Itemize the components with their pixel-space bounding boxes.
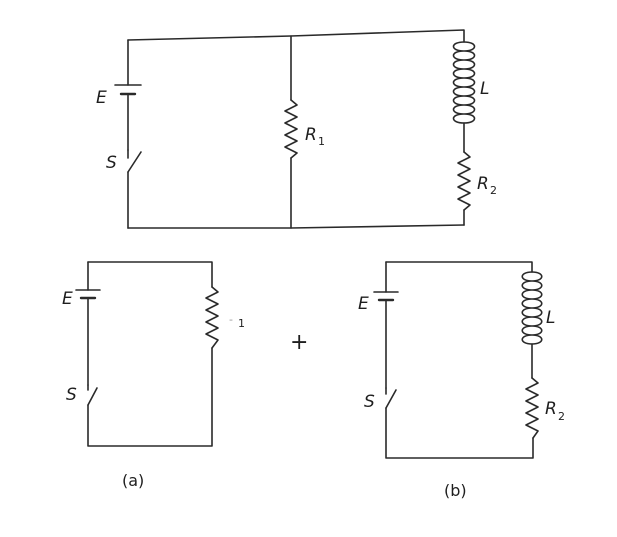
a-battery-symbol: [75, 289, 101, 300]
b-battery-symbol: [373, 291, 399, 302]
a-left-wire-3: [87, 347, 213, 447]
a-resistor-symbol: [205, 286, 219, 349]
top-r1-subscript: 1: [318, 135, 325, 148]
b-inductor-symbol: [521, 271, 543, 345]
a-top-wire: [87, 261, 213, 288]
a-battery-label: E: [62, 289, 73, 309]
a-switch-symbol: [87, 384, 98, 406]
b-battery-label: E: [358, 294, 369, 314]
top-r2-label: R: [477, 174, 489, 194]
top-battery-label: E: [96, 88, 107, 108]
resistor-r1-symbol: [284, 99, 298, 159]
a-caption: (a): [122, 471, 144, 490]
top-r1-label: R: [305, 125, 317, 145]
top-inductor-label: L: [480, 79, 489, 99]
b-switch-label: S: [364, 392, 375, 412]
b-resistor-subscript: 2: [558, 410, 565, 423]
resistor-r2-symbol: [457, 151, 471, 211]
circuit-b: E S L R 2 (b): [358, 261, 565, 500]
bottom-wire: [127, 224, 465, 229]
switch-symbol: [127, 149, 142, 173]
a-switch-label: S: [66, 385, 77, 405]
top-circuit: E S R 1 L R 2: [96, 29, 497, 229]
circuit-a: E S - 1 (a): [62, 261, 245, 490]
battery-symbol: [114, 84, 142, 96]
b-inductor-label: L: [546, 308, 555, 328]
b-caption: (b): [444, 481, 467, 500]
b-left-wire-3: [385, 407, 534, 459]
inductor-l-symbol: [452, 41, 476, 124]
plus-sign: +: [290, 330, 308, 355]
b-resistor-label: R: [545, 399, 557, 419]
a-resistor-faint-mark: -: [229, 313, 233, 326]
a-resistor-subscript: 1: [238, 317, 245, 330]
b-resistor-symbol: [525, 377, 539, 439]
b-switch-symbol: [385, 387, 397, 409]
b-top-wire: [385, 261, 533, 273]
top-r2-subscript: 2: [490, 184, 497, 197]
top-switch-label: S: [106, 153, 117, 173]
top-wire: [127, 29, 465, 43]
